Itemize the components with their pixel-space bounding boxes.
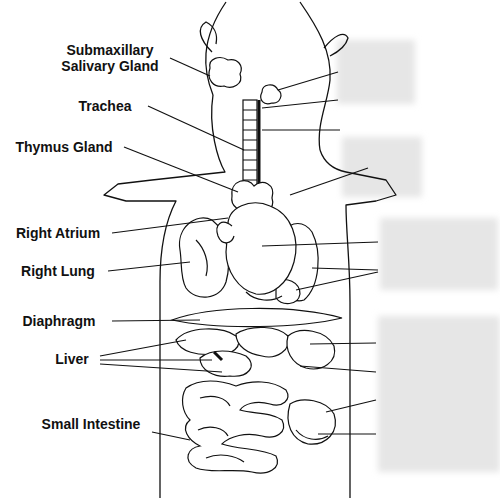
part-label: Thymus Gland (4, 139, 124, 155)
leader-lines (100, 58, 378, 440)
part-label: Trachea (60, 98, 150, 114)
part-label: Diaphragm (6, 313, 112, 329)
part-label: Submaxillary Salivary Gland (44, 42, 176, 74)
hidden-answer-boxes (337, 40, 500, 472)
part-label: Right Lung (8, 263, 108, 279)
part-label: Small Intestine (30, 416, 152, 432)
part-label: Liver (44, 351, 100, 367)
body-outline (104, 2, 396, 498)
organs (172, 58, 342, 473)
part-label: Right Atrium (4, 225, 112, 241)
